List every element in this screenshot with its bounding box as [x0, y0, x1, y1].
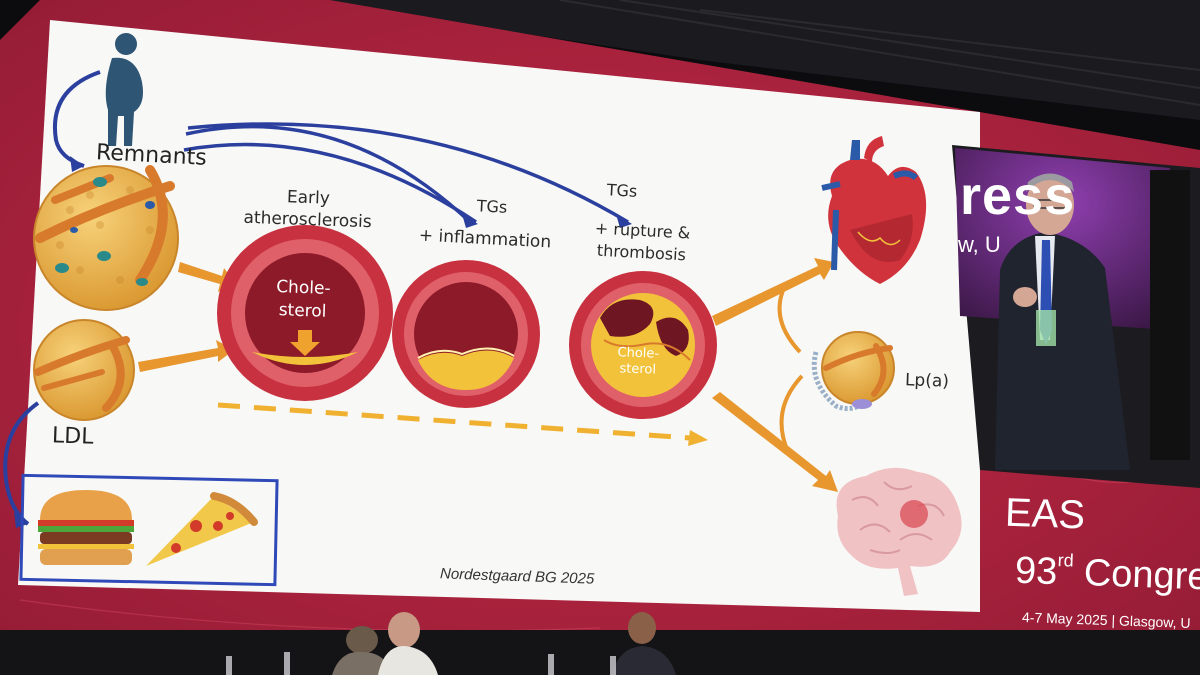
artery-rupture-thrombosis: [569, 271, 717, 419]
congress-word: Congre: [1083, 552, 1200, 599]
congress-number: 93: [1014, 549, 1059, 594]
stage3-title: + rupture & thrombosis: [594, 218, 691, 265]
heart-icon: [821, 136, 927, 284]
congress-suffix: rd: [1057, 550, 1075, 571]
stage2-tg-label: TGs: [476, 196, 508, 217]
video-sub-text: w, U: [958, 232, 1001, 257]
lpa-particle-icon: [811, 331, 895, 412]
panel-speaker-3: [612, 612, 676, 675]
speaker-video-feed: [952, 145, 1200, 488]
artery-early-atherosclerosis: [217, 225, 393, 401]
lpa-label: Lp(a): [904, 370, 950, 392]
stage1-title: Early atherosclerosis: [243, 187, 373, 233]
congress-title: 93rd Congre: [1014, 549, 1200, 600]
panel-speaker-1: [332, 626, 392, 675]
food-box: [19, 473, 279, 587]
video-brand-text: ress: [960, 166, 1076, 226]
ldl-particle-icon: [33, 319, 135, 421]
ldl-label: LDL: [51, 423, 94, 450]
pizza-slice-icon: [146, 492, 258, 566]
remnant-particle-icon: [33, 165, 179, 311]
burger-icon: [38, 490, 134, 565]
stage3-tg-label: TGs: [606, 180, 638, 201]
stage1-cholesterol-label: Chole- sterol: [275, 277, 331, 322]
artery-inflammation: [392, 260, 540, 408]
person-silhouette-icon: [105, 33, 143, 147]
stage3-cholesterol-label: Chole- sterol: [617, 345, 660, 378]
panel-speaker-2: [378, 612, 438, 675]
society-name: EAS: [1004, 490, 1086, 538]
brain-icon: [836, 467, 962, 596]
